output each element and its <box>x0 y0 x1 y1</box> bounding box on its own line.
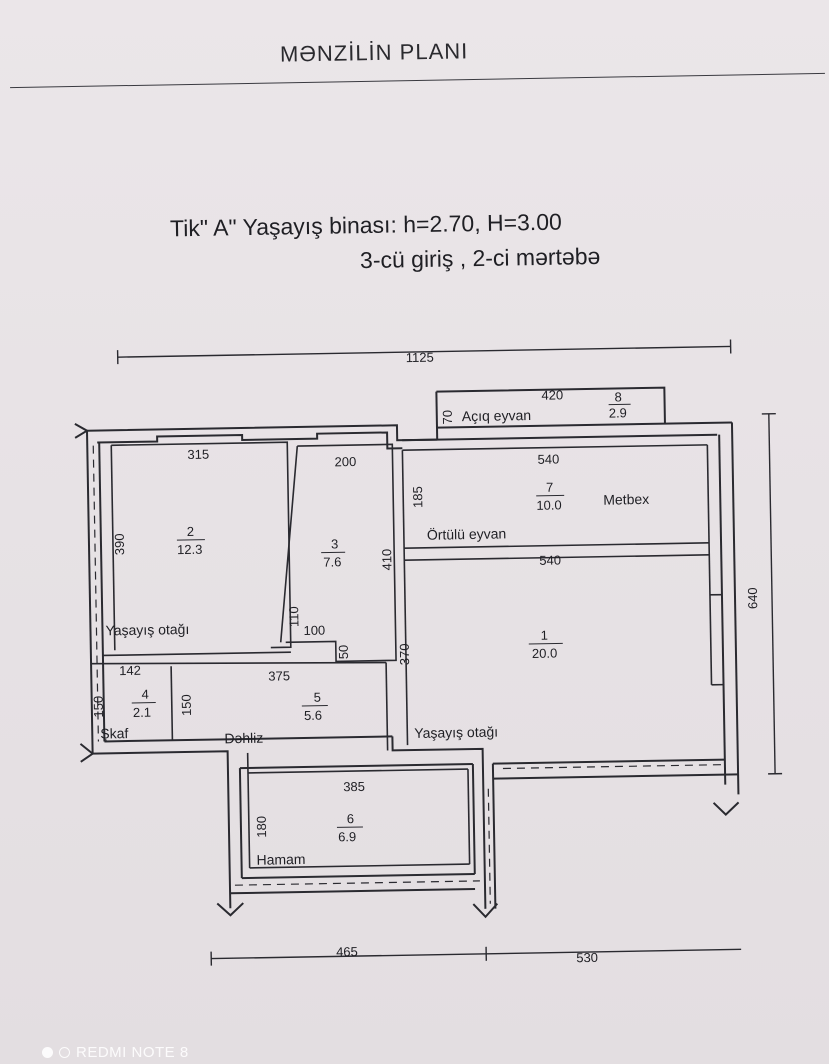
hall-width-dim: 375 <box>268 668 290 683</box>
room-7-width-dim: 540 <box>537 451 559 466</box>
room-5-area: 5.6 <box>304 708 322 723</box>
interior-walls <box>91 441 724 869</box>
bath-depth-dim: 180 <box>254 816 269 838</box>
room-3-width-dim: 200 <box>334 454 356 469</box>
room-4-area: 2.1 <box>133 705 151 720</box>
room-6-area: 6.9 <box>338 829 356 844</box>
hall-depth-dim: 150 <box>179 694 194 716</box>
camera-model-text: REDMI NOTE 8 <box>76 1044 189 1061</box>
camera-watermark: REDMI NOTE 8 <box>42 1044 189 1061</box>
room-4-number: 4 <box>141 687 148 702</box>
balcony-depth-dim: 70 <box>440 410 455 425</box>
room-1-width-dim: 540 <box>539 552 561 567</box>
room-2-width-dim: 315 <box>187 447 209 462</box>
room-5-name: Dəhliz <box>224 730 263 747</box>
room-7-name: Metbex <box>603 491 649 508</box>
room-4-name: Şkaf <box>100 725 128 741</box>
closet-depth-dim: 150 <box>91 696 106 718</box>
room-3-number: 3 <box>331 536 338 551</box>
room-2-area: 12.3 <box>177 542 203 557</box>
room-6-name: Hamam <box>256 851 305 868</box>
niche-b-dim: 100 <box>303 623 325 638</box>
overall-width-label: 1125 <box>406 350 434 365</box>
room-7-number: 7 <box>546 480 553 495</box>
balcony-width-dim: 420 <box>541 387 563 402</box>
dimension-lines <box>116 339 783 966</box>
room-1-depth-dim: 370 <box>397 643 412 665</box>
covered-balcony-label: Örtülü eyvan <box>427 524 507 542</box>
room-7-area: 10.0 <box>536 497 562 512</box>
room-8-name: Açıq eyvan <box>462 407 532 424</box>
room-1-area: 20.0 <box>532 646 558 661</box>
room-8-number: 8 <box>614 389 621 404</box>
niche-c-dim: 50 <box>336 645 351 660</box>
niche-a-dim: 110 <box>286 606 301 627</box>
bath-width-dim: 385 <box>343 779 365 794</box>
room-2-name: Yaşayış otağı <box>105 621 189 638</box>
room-1-name: Yaşayış otağı <box>414 724 498 741</box>
bottom-right-dim: 530 <box>576 950 598 965</box>
room-5-number: 5 <box>314 690 321 705</box>
room-1-number: 1 <box>541 628 548 643</box>
room-3-area: 7.6 <box>323 554 341 569</box>
bottom-left-dim: 465 <box>336 944 358 959</box>
room-2-depth-dim: 390 <box>112 533 127 555</box>
overall-height-label: 640 <box>745 587 760 609</box>
room-7-depth-dim: 185 <box>410 486 425 508</box>
room-3-depth-dim: 410 <box>379 549 394 571</box>
dashed-lines <box>92 445 723 904</box>
dot-ring-icon <box>59 1047 70 1058</box>
closet-width-dim: 142 <box>119 663 141 678</box>
outer-walls <box>74 386 740 919</box>
room-8-area: 2.9 <box>609 405 627 420</box>
dot-filled-icon <box>42 1047 53 1058</box>
room-2-number: 2 <box>187 524 194 539</box>
room-6-number: 6 <box>347 811 354 826</box>
